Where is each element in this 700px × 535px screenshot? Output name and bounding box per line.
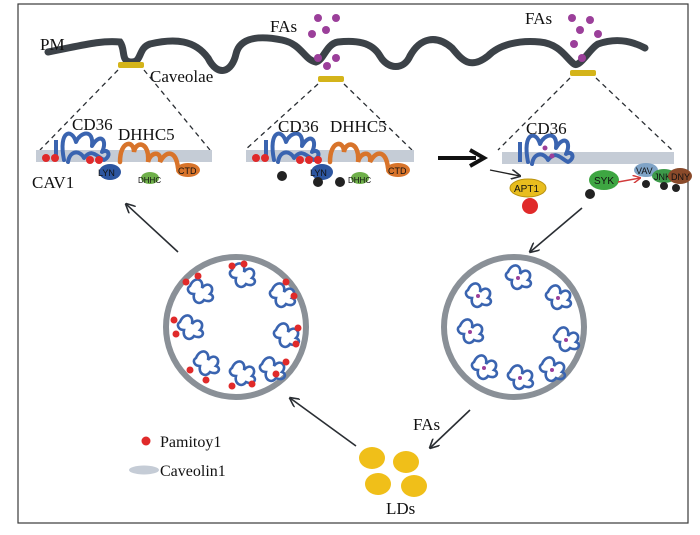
fas-label-bottom: FAs — [413, 415, 440, 434]
dhhc-label-left: DHHC — [138, 176, 161, 185]
dhhc5-protein-middle — [327, 141, 391, 171]
caveolae-label: Caveolae — [150, 67, 213, 86]
cd36-label-left: CD36 — [72, 115, 113, 134]
legend: Pamitoy1 Caveolin1 — [129, 434, 226, 480]
syk-label: SYK — [594, 176, 614, 187]
legend-caveolin-swatch — [129, 465, 159, 475]
right-panel: CD36 APT1 SYK VAV JNK DNY — [489, 119, 692, 214]
apt1-enzyme — [509, 178, 547, 198]
legend-palmitoyl-label: Pamitoy1 — [160, 434, 221, 451]
jnk-label: JNK — [654, 172, 671, 182]
dny-protein — [668, 168, 692, 184]
lyn-label-left: LYN — [98, 168, 115, 178]
fa-dots-right — [568, 14, 602, 62]
dhhc5-label-left: DHHC5 — [118, 125, 175, 144]
legend-caveolin-label: Caveolin1 — [160, 463, 226, 480]
figure-frame — [17, 3, 689, 524]
fas-label-top-middle: FAs — [270, 17, 297, 36]
lipid-droplet — [393, 451, 419, 473]
cd36-protein-right — [524, 133, 575, 166]
fas-label-top-right: FAs — [525, 9, 552, 28]
palmitoyl-dots-middle — [252, 154, 322, 164]
phospho-markers-middle — [277, 171, 345, 187]
ctd-label-left: CTD — [178, 166, 197, 176]
legend-palmitoyl-swatch — [141, 436, 151, 446]
dhhc-label-middle: DHHC — [348, 176, 371, 185]
apt1-arrow — [489, 169, 520, 176]
dhhc-domain-middle — [351, 172, 369, 184]
left-vesicle — [163, 254, 309, 400]
ctd-domain-middle — [386, 163, 410, 177]
right-vesicle — [441, 254, 587, 400]
ctd-label-middle: CTD — [388, 166, 407, 176]
apt1-label: APT1 — [514, 184, 539, 195]
arrow-vesicle-to-lds — [430, 409, 471, 448]
phospho-syk — [585, 189, 595, 199]
lyn-domain-middle — [311, 164, 333, 180]
plasma-membrane — [44, 34, 649, 74]
lyn-label-middle: LYN — [310, 168, 327, 178]
lyn-domain-left — [99, 164, 121, 180]
fa-dots-middle — [308, 14, 340, 70]
cd36-label-right: CD36 — [526, 119, 567, 138]
ctd-domain-left — [176, 163, 200, 177]
caveolae-patch-right — [570, 70, 596, 76]
left-panel: LYN DHHC CTD CD36 DHHC5 CAV1 — [32, 115, 200, 192]
dhhc5-protein-left — [117, 141, 181, 171]
lipid-droplet — [401, 475, 427, 497]
released-palmitoyl — [522, 198, 538, 214]
palmitoyl-dots-left — [42, 154, 103, 164]
lipid-droplet — [359, 447, 385, 469]
vav-protein — [634, 163, 658, 177]
cd36-label-middle: CD36 — [278, 117, 319, 136]
pm-label: PM — [40, 35, 65, 54]
zoom-lines — [39, 69, 673, 151]
lipid-droplet — [365, 473, 391, 495]
dny-label: DNY — [671, 172, 690, 182]
cd36-protein-middle — [270, 131, 321, 164]
caveolae-patch-middle — [318, 76, 344, 82]
dhhc5-label-middle: DHHC5 — [330, 117, 387, 136]
syk-vav-arrow — [617, 178, 640, 182]
fa-bound-right — [542, 145, 555, 159]
arrow-lds-to-vesicle — [290, 398, 357, 447]
syk-kinase — [589, 170, 619, 190]
lipid-droplets — [359, 447, 427, 497]
caveolae-patch-left — [118, 62, 144, 68]
vav-label: VAV — [636, 166, 653, 176]
phospho-markers-right — [642, 180, 680, 192]
arrow-left-vesicle-to-membrane — [126, 204, 179, 253]
cav1-label: CAV1 — [32, 173, 74, 192]
cd36-protein-left — [60, 131, 111, 164]
middle-panel: LYN DHHC CTD CD36 DHHC5 — [252, 117, 410, 187]
arrow-right-to-vesicle — [530, 207, 583, 252]
dhhc-domain-left — [141, 172, 159, 184]
lds-label: LDs — [386, 499, 415, 518]
